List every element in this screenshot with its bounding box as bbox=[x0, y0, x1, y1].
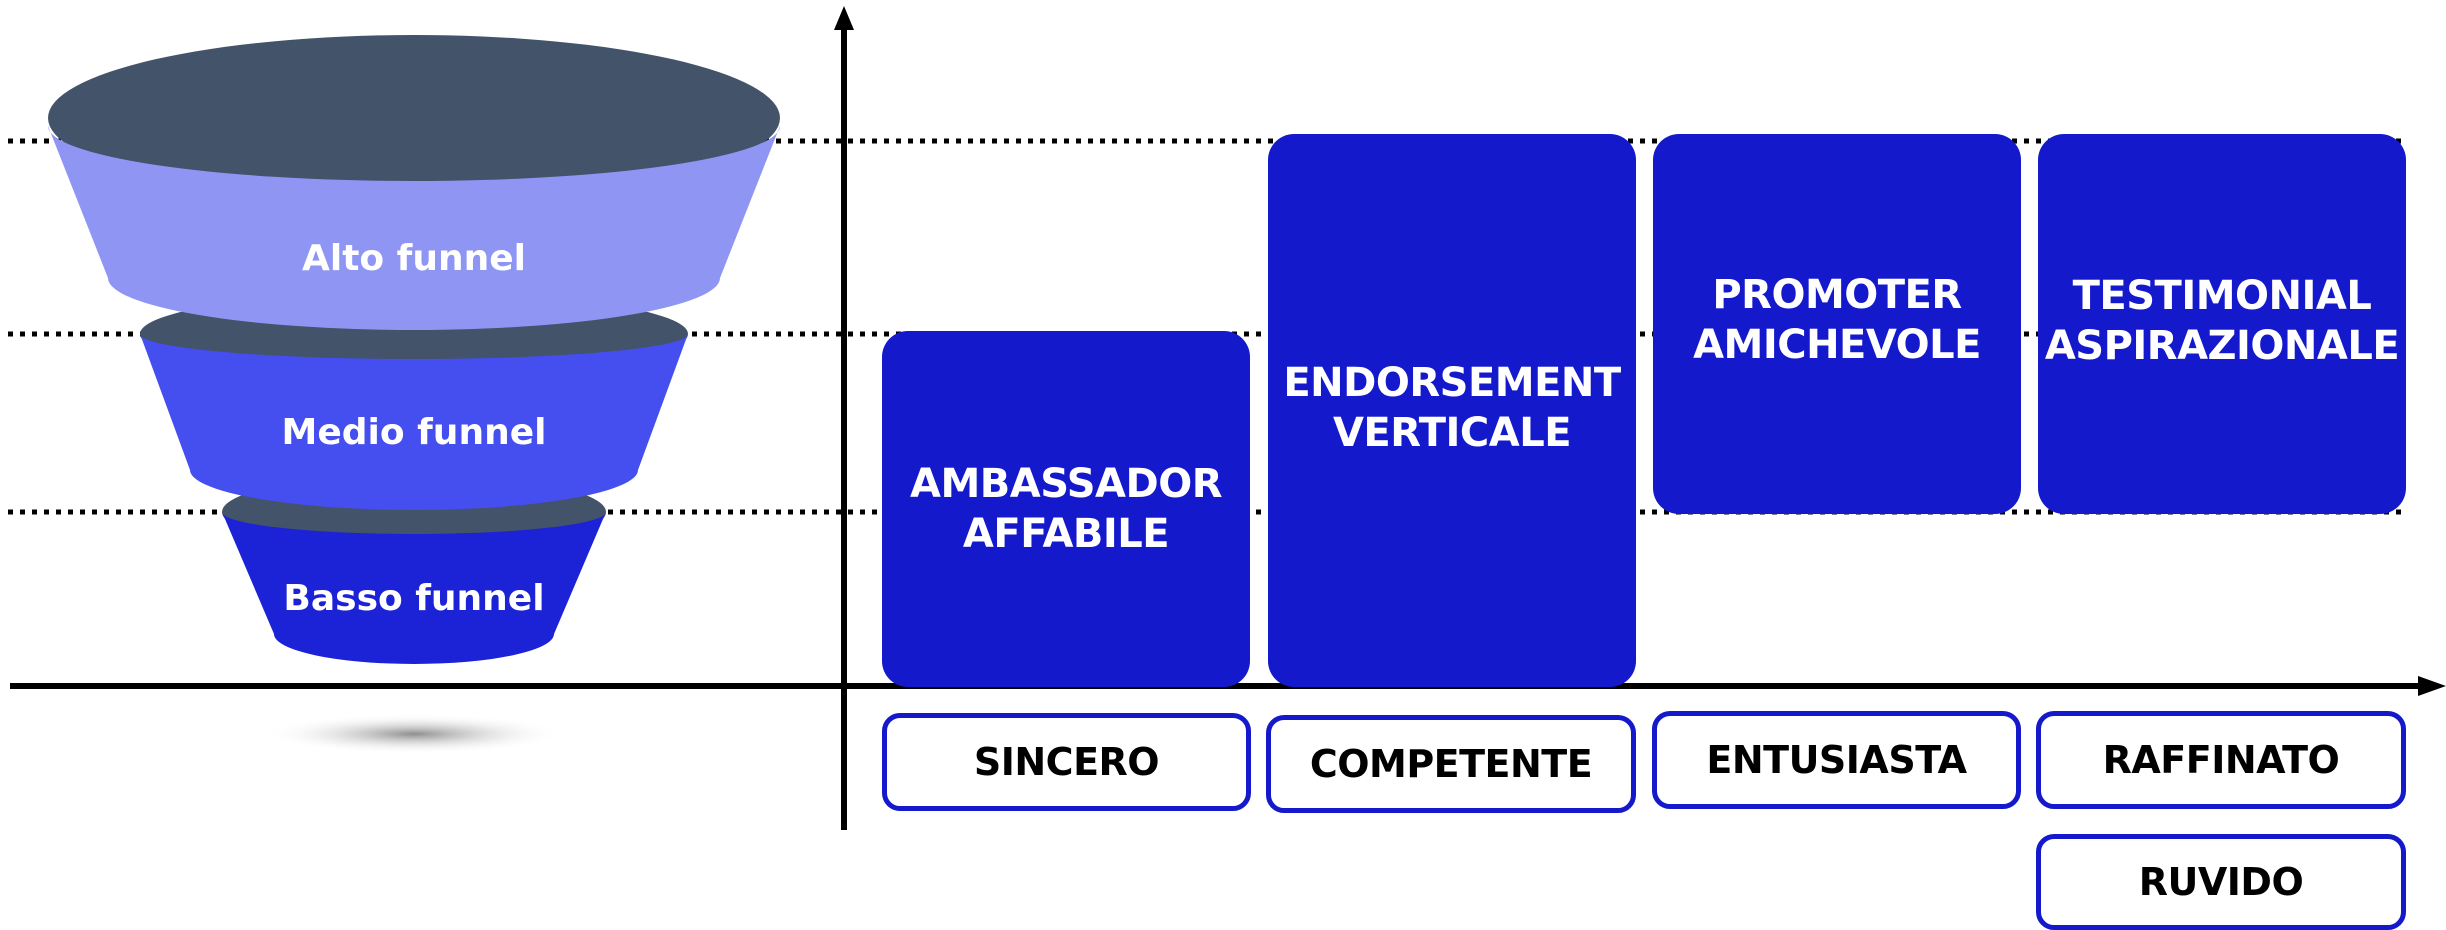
funnel-alto-body bbox=[48, 126, 780, 330]
tag-ruvido: RUVIDO bbox=[2036, 834, 2406, 930]
tag-raffinato: RAFFINATO bbox=[2036, 711, 2406, 809]
funnel-graphic: Basso funnel Medio funnel Alto funnel bbox=[48, 35, 780, 754]
funnel-level-alto: Alto funnel bbox=[48, 35, 780, 330]
profile-block-ambassador: AMBASSADOR AFFABILE bbox=[882, 331, 1250, 687]
profile-label-testimonial: TESTIMONIAL ASPIRAZIONALE bbox=[2044, 273, 2400, 369]
funnel-medio-body bbox=[140, 334, 688, 510]
x-axis-arrow-icon bbox=[2418, 676, 2446, 696]
tag-competente: COMPETENTE bbox=[1266, 715, 1636, 813]
tag-sincero: SINCERO bbox=[882, 713, 1251, 811]
tag-entusiasta: ENTUSIASTA bbox=[1652, 711, 2021, 809]
profile-label-ambassador: AMBASSADOR AFFABILE bbox=[910, 461, 1223, 557]
funnel-label-alto: Alto funnel bbox=[302, 238, 526, 279]
profile-label-endorsement: ENDORSEMENT VERTICALE bbox=[1283, 360, 1621, 456]
funnel-label-medio: Medio funnel bbox=[282, 412, 547, 453]
funnel-basso-body bbox=[222, 512, 606, 664]
y-axis-arrow-icon bbox=[834, 6, 854, 30]
profile-block-endorsement: ENDORSEMENT VERTICALE bbox=[1268, 134, 1636, 687]
profile-label-promoter: PROMOTER AMICHEVOLE bbox=[1693, 272, 1981, 368]
profile-block-promoter: PROMOTER AMICHEVOLE bbox=[1653, 134, 2021, 514]
funnel-shadow bbox=[264, 714, 564, 754]
profile-block-testimonial: TESTIMONIAL ASPIRAZIONALE bbox=[2038, 134, 2406, 514]
funnel-label-basso: Basso funnel bbox=[283, 578, 544, 619]
